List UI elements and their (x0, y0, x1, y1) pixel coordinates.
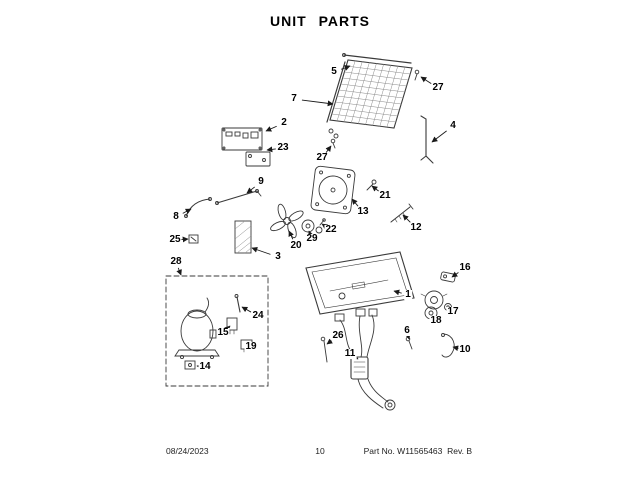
compressor-kit-box (165, 275, 269, 387)
part-callout-4: 4 (449, 120, 457, 131)
part-callout-16: 16 (458, 262, 472, 273)
drier-3 (234, 220, 252, 254)
footer-page-number: 10 (315, 446, 325, 456)
bracket-10 (441, 333, 455, 358)
part-callout-20: 20 (289, 240, 303, 251)
part-callout-21: 21 (378, 190, 392, 201)
part-callout-8: 8 (172, 211, 180, 222)
part-callout-19: 19 (244, 341, 258, 352)
part-callout-10: 10 (458, 344, 472, 355)
screw-27-top (414, 69, 420, 81)
part-callout-13: 13 (356, 206, 370, 217)
part-callout-29: 29 (305, 233, 319, 244)
part-callout-14: 14 (198, 361, 212, 372)
footer-part-number: Part No. W11565463 Rev. B (363, 446, 472, 456)
part-callout-7: 7 (290, 93, 298, 104)
grommet-14 (184, 360, 196, 370)
part-callout-18: 18 (429, 315, 443, 326)
part-callout-27: 27 (431, 82, 445, 93)
bracket-16 (440, 271, 456, 283)
screw-21 (366, 179, 377, 191)
screw-26 (320, 336, 328, 363)
fan-motor-small (301, 218, 326, 234)
bracket-4 (420, 115, 434, 164)
part-callout-17: 17 (446, 306, 460, 317)
pin-24 (234, 294, 241, 313)
part-callout-6: 6 (403, 325, 411, 336)
part-callout-5: 5 (330, 66, 338, 77)
part-callout-15: 15 (216, 327, 230, 338)
clip-25 (188, 234, 199, 244)
part-callout-22: 22 (324, 224, 338, 235)
screw-27-bottom (330, 138, 336, 149)
part-callout-12: 12 (409, 222, 423, 233)
part-callout-11: 11 (343, 348, 357, 359)
part-callout-23: 23 (276, 142, 290, 153)
condenser-coil (326, 53, 413, 139)
bolt-12 (390, 203, 414, 223)
part-callout-26: 26 (331, 330, 345, 341)
condenser-fan-motor (420, 290, 448, 310)
part-callout-27: 27 (315, 152, 329, 163)
fan-shroud (310, 165, 356, 215)
part-callout-25: 25 (168, 234, 182, 245)
compressor (174, 297, 220, 360)
part-callout-28: 28 (169, 256, 183, 267)
part-callout-9: 9 (257, 176, 265, 187)
page-title: UNIT PARTS (270, 13, 370, 29)
part-callout-1: 1 (404, 289, 412, 300)
part-callout-24: 24 (251, 310, 265, 321)
control-board (221, 127, 271, 167)
footer-date: 08/24/2023 (166, 446, 209, 456)
part-callout-2: 2 (280, 117, 288, 128)
part-callout-3: 3 (274, 251, 282, 262)
wire-harness (334, 308, 396, 411)
